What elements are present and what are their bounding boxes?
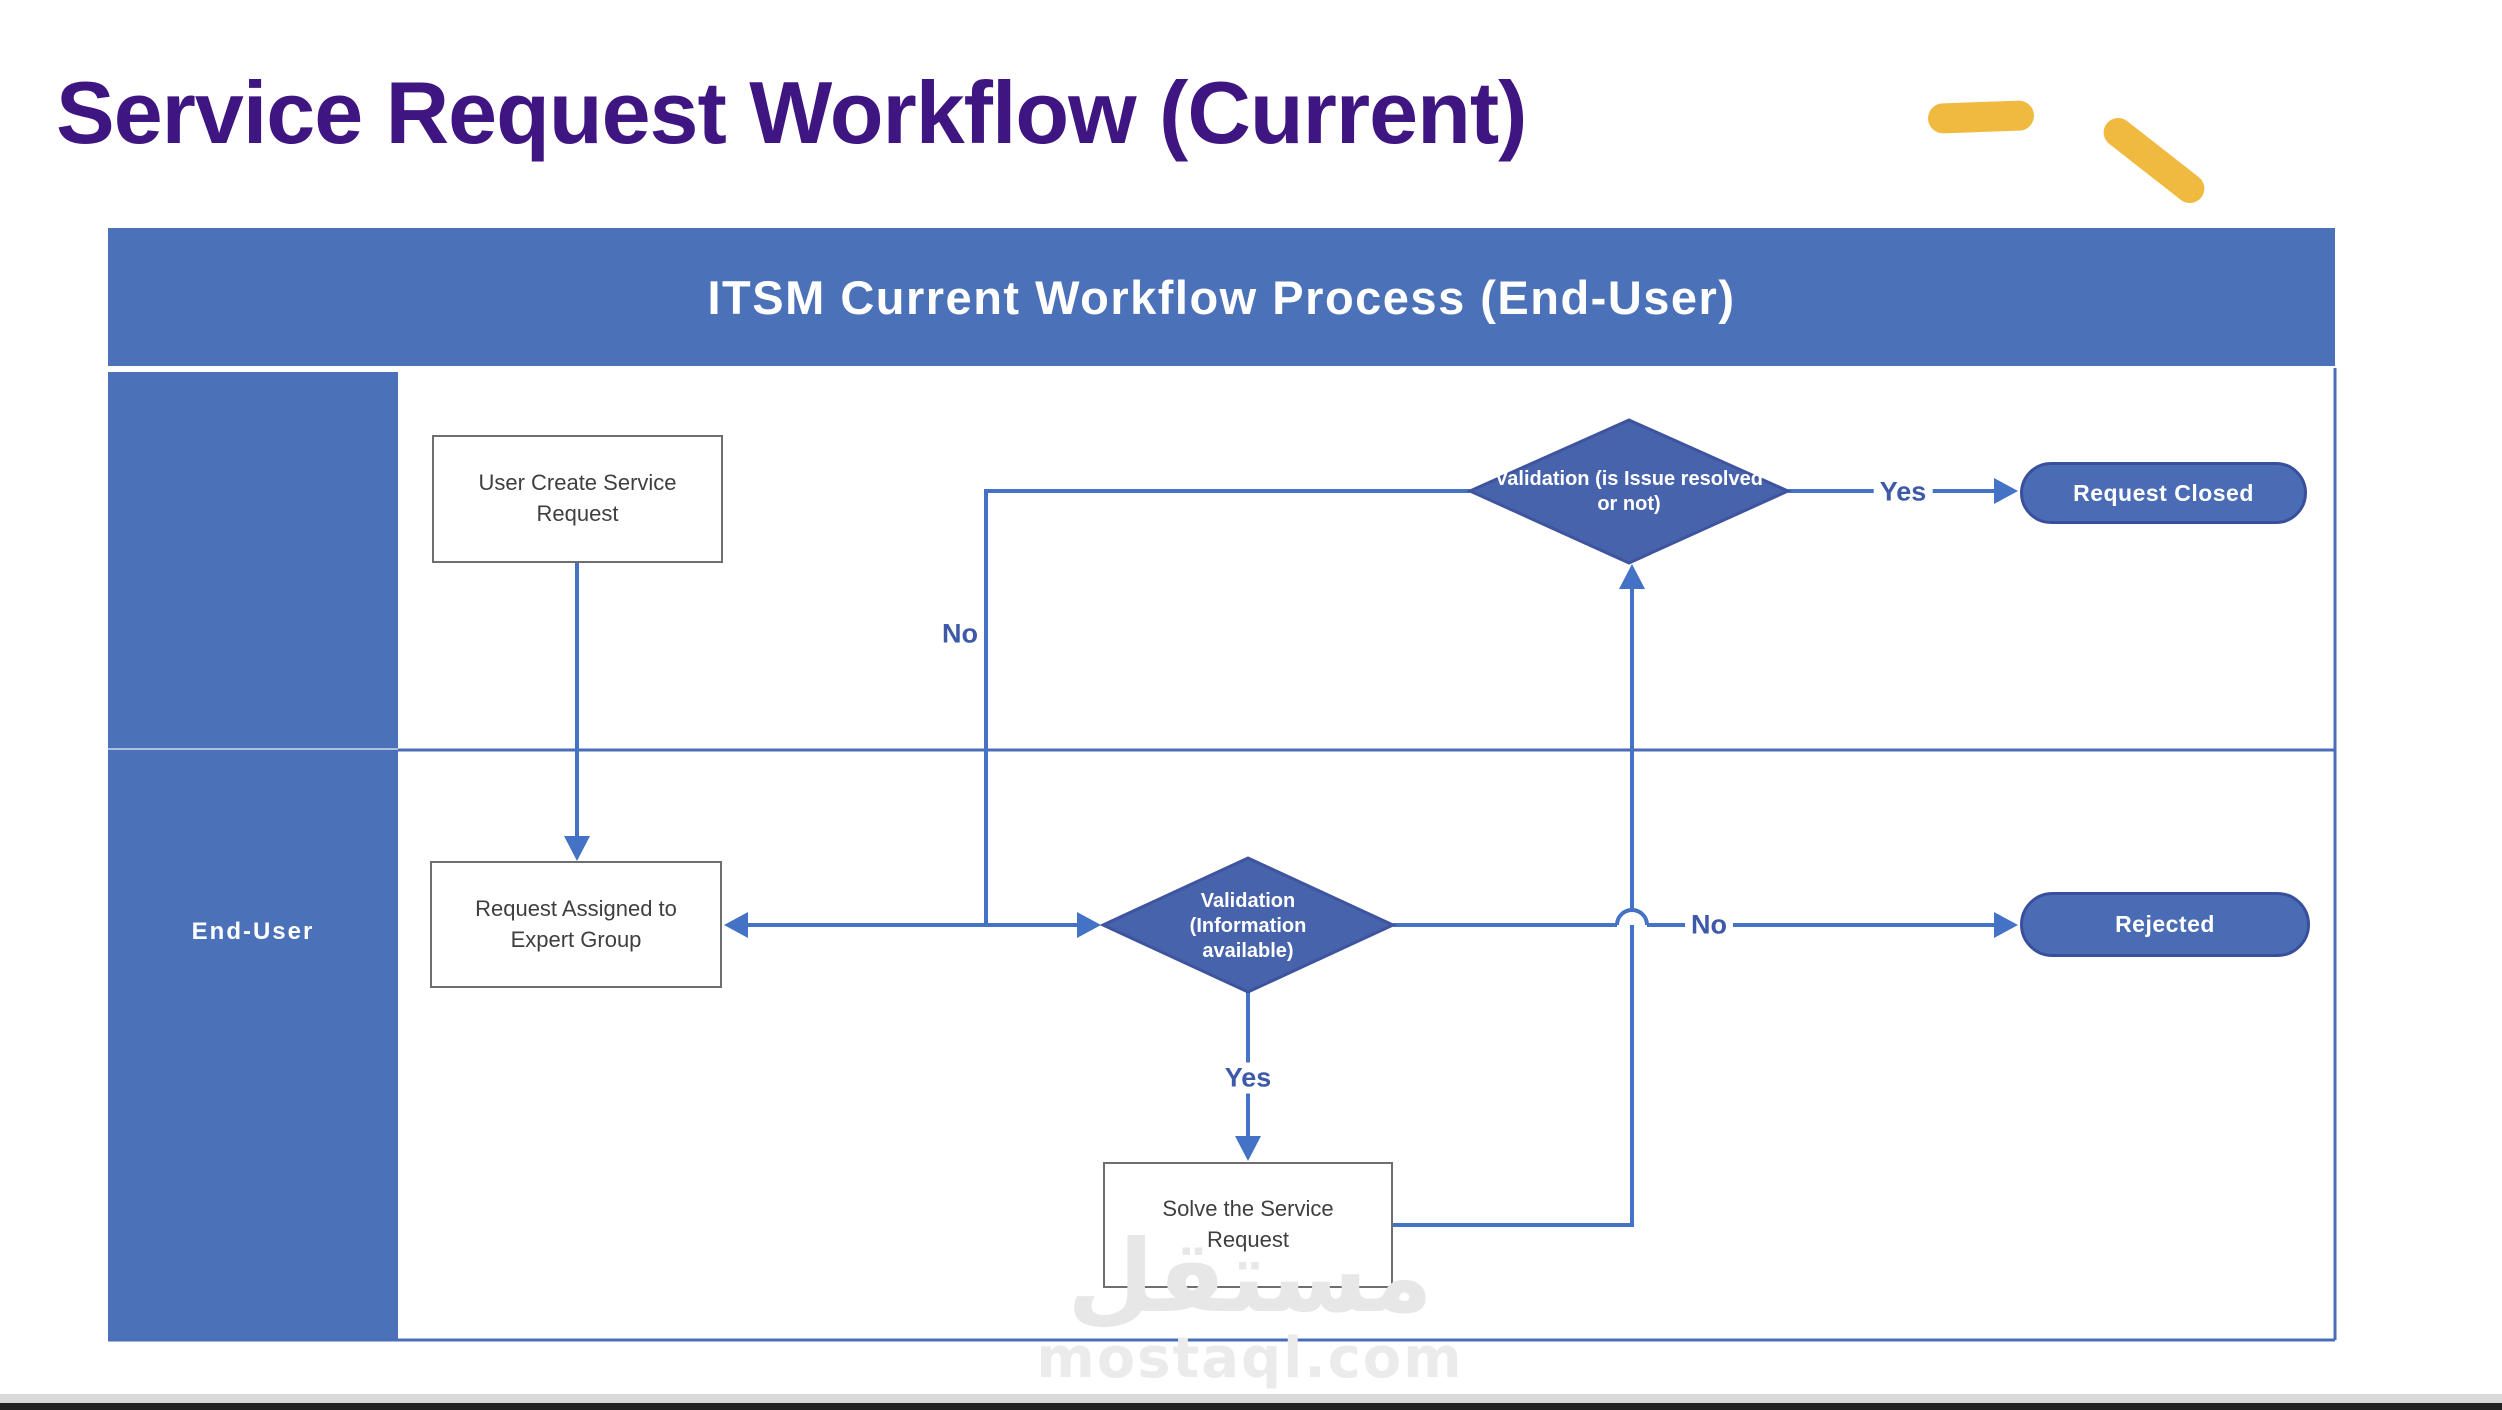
edge-label-info-yes: Yes [1218, 1062, 1278, 1094]
decision-issue-resolved-label: Validation (is Issue resolved or not) [1495, 468, 1763, 515]
yellow-accent-stroke-1 [1927, 100, 2035, 134]
process-request-assigned-label: Request Assigned to Expert Group [475, 895, 677, 952]
arrowhead-into-assigned-top [564, 836, 590, 861]
terminator-request-closed: Request Closed [2020, 462, 2307, 524]
swimlane-label-column: End-User Expert Group [108, 372, 398, 1410]
edge-solve-to-issue [1393, 584, 1634, 1227]
lane-column-divider [108, 748, 398, 750]
lane-label-end-user: End-User [191, 918, 315, 945]
page-title: Service Request Workflow (Current) [56, 63, 1527, 162]
diagram-banner-title: ITSM Current Workflow Process (End-User) [707, 270, 1736, 324]
arrowhead-into-info-diamond [1077, 912, 1101, 938]
watermark-latin: mostaql.com [1036, 1326, 1464, 1391]
arrowhead-into-issue-bottom [1619, 564, 1645, 589]
yellow-accent-stroke-2 [2097, 112, 2211, 209]
bottom-black-bar [0, 1403, 2502, 1410]
process-user-create-request-label: User Create Service Request [478, 470, 677, 526]
process-user-create-request: User Create Service Request [432, 435, 723, 563]
edge-issue-no-branch [984, 489, 1470, 925]
process-solve-request-label: Solve the Service Request [1162, 1196, 1334, 1252]
decision-info-available-label: Validation (Information available) [1189, 889, 1307, 962]
process-request-assigned: Request Assigned to Expert Group [430, 861, 722, 988]
terminator-rejected: Rejected [2020, 892, 2310, 957]
line-hop-arc [1615, 908, 1649, 926]
process-solve-request: Solve the Service Request [1103, 1162, 1393, 1288]
edge-label-issue-yes: Yes [1873, 476, 1933, 508]
bottom-gray-strip [0, 1394, 2502, 1403]
arrowhead-into-rejected [1994, 912, 2018, 938]
arrowhead-into-solve [1235, 1136, 1261, 1161]
arrowhead-into-closed [1994, 478, 2018, 504]
edge-label-issue-no: No [936, 618, 984, 650]
terminator-rejected-label: Rejected [2115, 911, 2215, 937]
terminator-request-closed-label: Request Closed [2073, 479, 2254, 506]
edge-label-info-no: No [1685, 909, 1733, 941]
line-hop-mask [1617, 910, 1647, 925]
arrowhead-into-assigned-right [724, 912, 748, 938]
diagram-banner: ITSM Current Workflow Process (End-User) [108, 228, 2335, 366]
